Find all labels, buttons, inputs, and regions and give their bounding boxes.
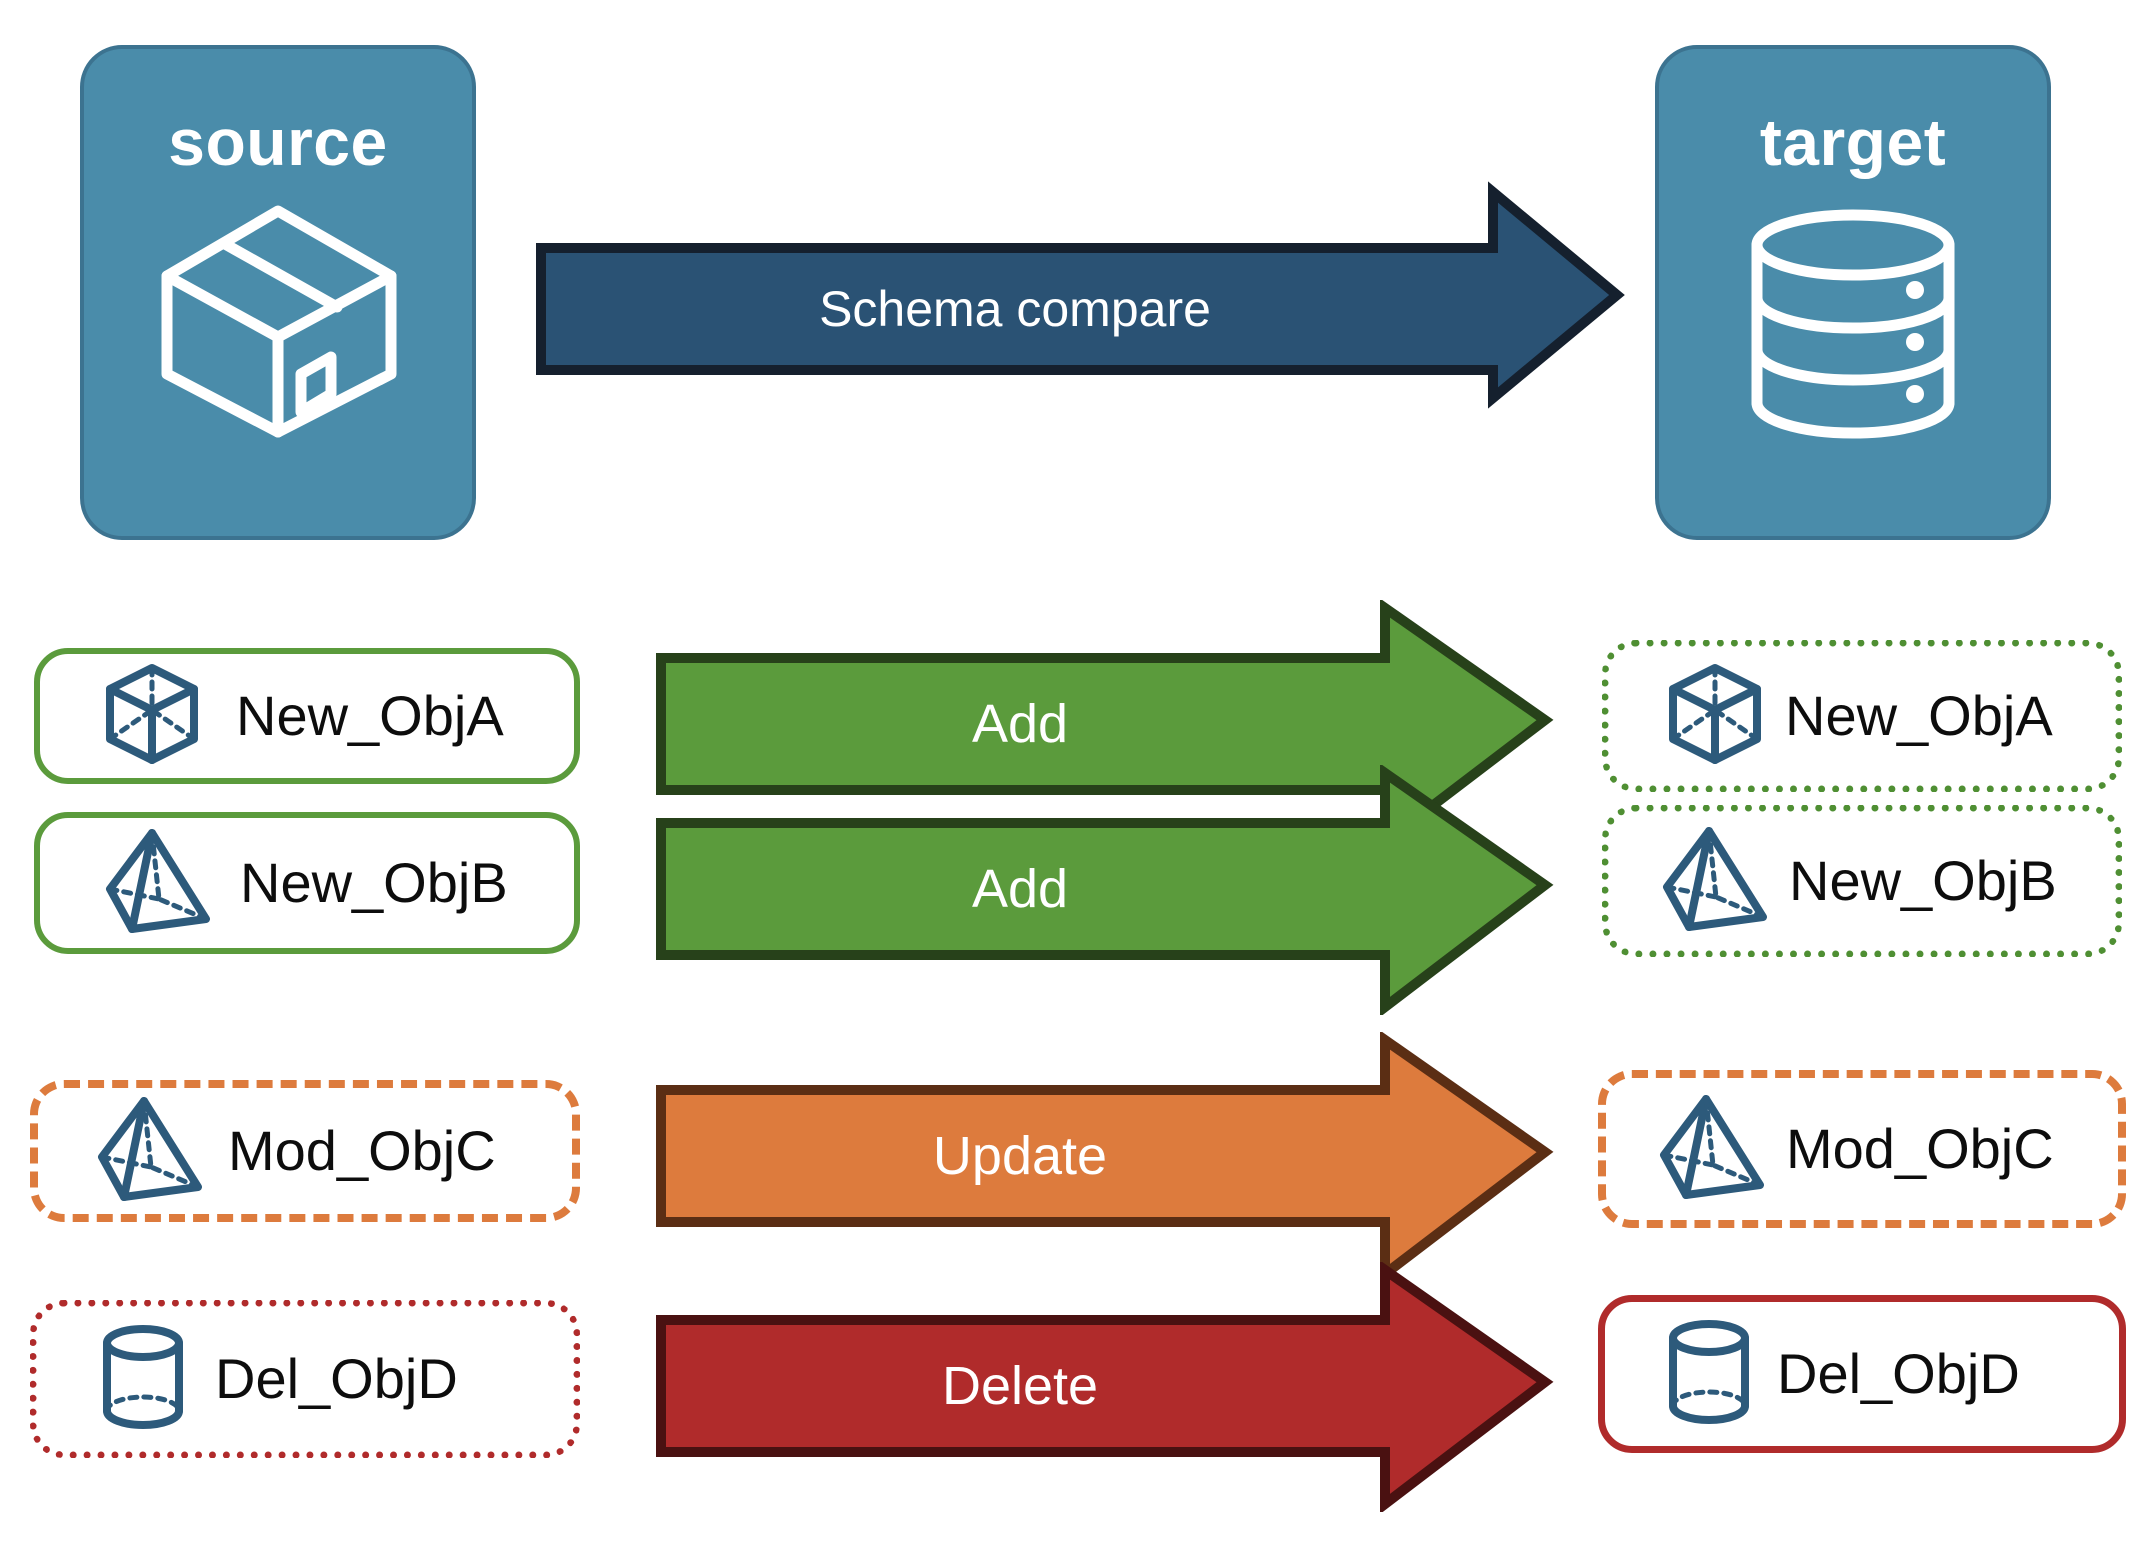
action-arrow-add-1[interactable] — [655, 763, 1555, 1018]
target-object-label-3: Del_ObjD — [1777, 1342, 2020, 1405]
endpoint-title-target: target — [1759, 105, 1947, 179]
source-object-card-0[interactable]: New_ObjA — [34, 648, 580, 784]
action-arrow-add-0[interactable] — [655, 598, 1555, 853]
source-object-card-2[interactable]: Mod_ObjC — [30, 1080, 580, 1222]
action-arrow-delete-3[interactable] — [655, 1260, 1555, 1515]
wireframe-pyramid-icon — [1661, 825, 1771, 938]
target-object-label-1: New_ObjB — [1789, 849, 2057, 912]
package-box-icon — [153, 199, 403, 449]
endpoint-title-source: source — [168, 105, 388, 179]
target-object-card-3[interactable]: Del_ObjD — [1598, 1295, 2126, 1453]
source-object-label-1: New_ObjB — [240, 851, 508, 914]
endpoint-card-target[interactable]: target — [1655, 45, 2051, 540]
wireframe-pyramid-icon — [104, 827, 214, 940]
database-cylinder-icon — [1743, 209, 1963, 444]
schema-compare-arrow[interactable] — [535, 180, 1625, 410]
source-object-card-3[interactable]: Del_ObjD — [30, 1300, 580, 1458]
target-object-label-0: New_ObjA — [1785, 684, 2053, 747]
schema-compare-label: Schema compare — [819, 281, 1211, 337]
wireframe-pyramid-icon — [1658, 1093, 1768, 1206]
wireframe-cylinder-icon — [1667, 1318, 1751, 1431]
action-arrow-label-1: Add — [971, 859, 1069, 919]
action-arrow-label-0: Add — [971, 694, 1069, 754]
action-arrow-label-2: Update — [932, 1126, 1108, 1186]
source-object-card-1[interactable]: New_ObjB — [34, 812, 580, 954]
target-object-card-2[interactable]: Mod_ObjC — [1598, 1070, 2126, 1228]
wireframe-pyramid-icon — [96, 1095, 206, 1208]
wireframe-cylinder-icon — [101, 1323, 185, 1436]
target-object-card-0[interactable]: New_ObjA — [1602, 640, 2122, 792]
wireframe-cube-icon — [1667, 662, 1763, 771]
source-object-label-2: Mod_ObjC — [228, 1119, 496, 1182]
action-arrow-update-2[interactable] — [655, 1030, 1555, 1285]
target-object-label-2: Mod_ObjC — [1786, 1117, 2054, 1180]
source-object-label-3: Del_ObjD — [215, 1347, 458, 1410]
target-object-card-1[interactable]: New_ObjB — [1602, 805, 2122, 957]
wireframe-cube-icon — [104, 662, 200, 771]
action-arrow-label-3: Delete — [941, 1356, 1099, 1416]
endpoint-card-source[interactable]: source — [80, 45, 476, 540]
source-object-label-0: New_ObjA — [236, 684, 504, 747]
